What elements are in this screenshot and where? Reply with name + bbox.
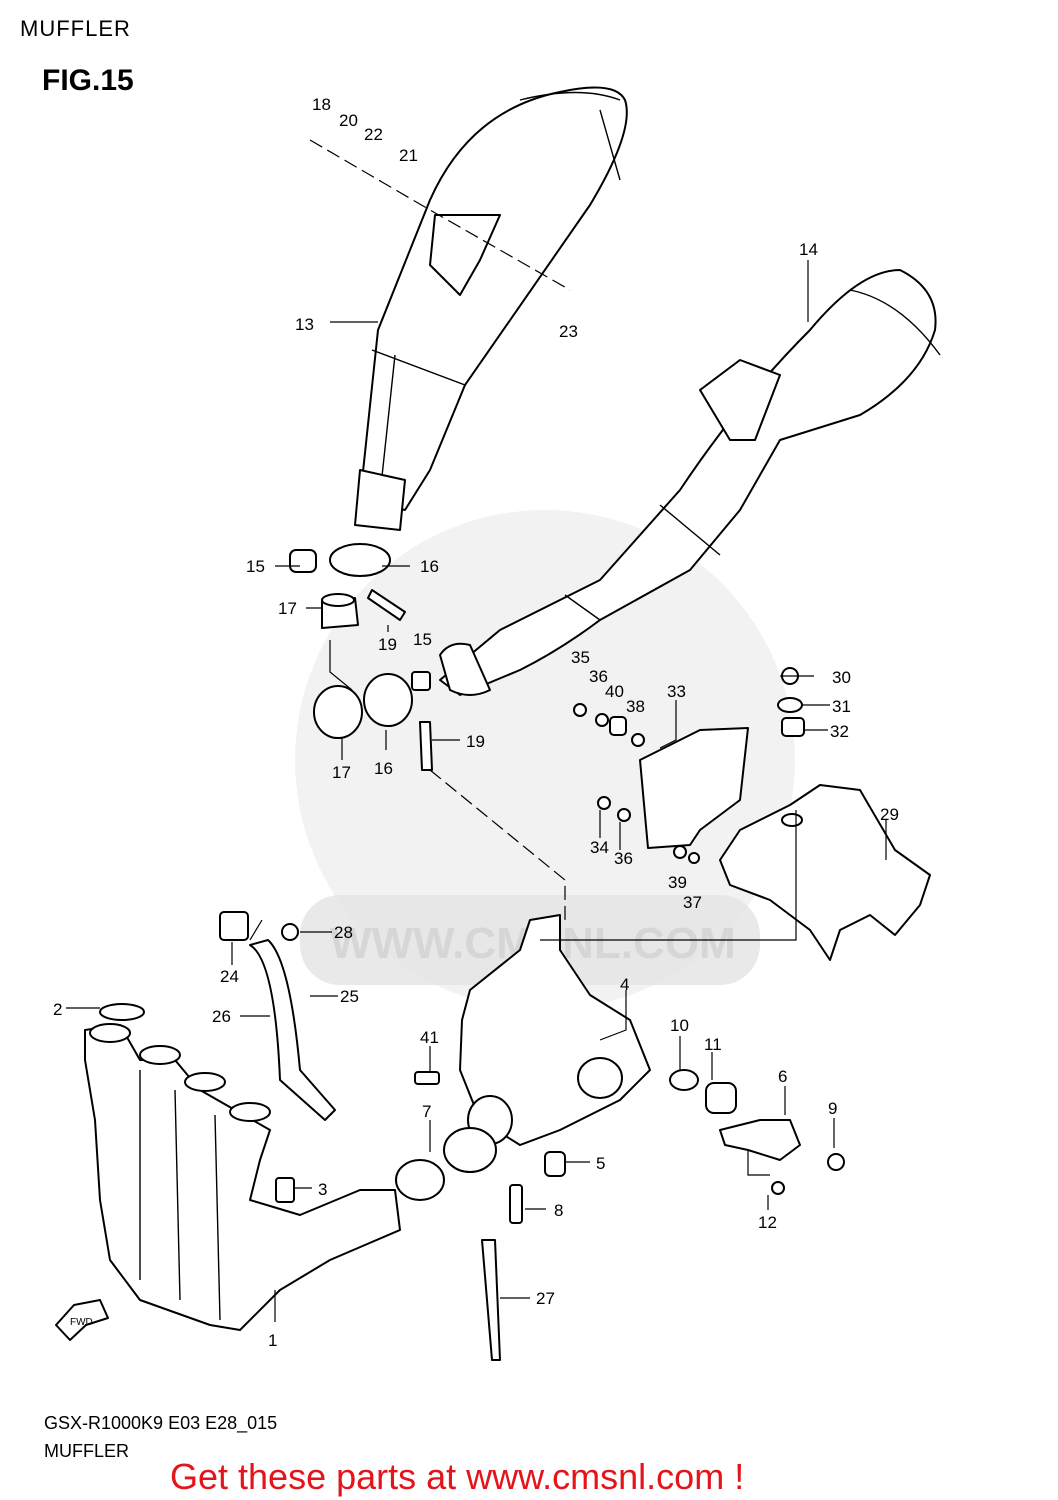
callout-34: 34 bbox=[590, 838, 609, 857]
callout-1: 1 bbox=[268, 1331, 277, 1350]
callout-9: 9 bbox=[828, 1099, 837, 1118]
callout-6: 6 bbox=[778, 1067, 787, 1086]
small-parts-left bbox=[219, 911, 566, 1361]
callout-39: 39 bbox=[668, 873, 687, 892]
callout-15b: 15 bbox=[413, 630, 432, 649]
callout-22: 22 bbox=[364, 125, 383, 144]
callout-15: 15 bbox=[246, 557, 265, 576]
callout-8: 8 bbox=[554, 1201, 563, 1220]
silencer-lower bbox=[439, 269, 941, 696]
callout-12: 12 bbox=[758, 1213, 777, 1232]
callout-19b: 19 bbox=[466, 732, 485, 751]
callout-37: 37 bbox=[683, 893, 702, 912]
callout-36: 36 bbox=[589, 667, 608, 686]
callout-40: 40 bbox=[605, 682, 624, 701]
callout-2: 2 bbox=[53, 1000, 62, 1019]
callout-3: 3 bbox=[318, 1180, 327, 1199]
figure-number: FIG.15 bbox=[42, 64, 134, 97]
callout-7: 7 bbox=[422, 1102, 431, 1121]
bracket-and-guard bbox=[639, 727, 931, 961]
footer-section: MUFFLER bbox=[44, 1441, 129, 1461]
callout-33: 33 bbox=[667, 682, 686, 701]
fwd-arrow: FWD bbox=[55, 1299, 109, 1341]
exhaust-header bbox=[84, 1003, 497, 1331]
callout-26: 26 bbox=[212, 1007, 231, 1026]
silencer-upper bbox=[354, 86, 628, 531]
clamp-assembly-mid bbox=[313, 671, 433, 771]
callout-25: 25 bbox=[340, 987, 359, 1006]
callout-30: 30 bbox=[832, 668, 851, 687]
callout-4: 4 bbox=[620, 975, 629, 994]
callout-11: 11 bbox=[704, 1035, 722, 1054]
callout-27: 27 bbox=[536, 1289, 555, 1308]
callout-5: 5 bbox=[596, 1154, 605, 1173]
callout-35: 35 bbox=[571, 648, 590, 667]
callout-38: 38 bbox=[626, 697, 645, 716]
callout-21: 21 bbox=[399, 146, 418, 165]
callout-14: 14 bbox=[799, 240, 818, 259]
callout-41: 41 bbox=[420, 1028, 439, 1047]
promo-link[interactable]: Get these parts at www.cmsnl.com ! bbox=[170, 1456, 745, 1497]
footer-model-code: GSX-R1000K9 E03 E28_015 bbox=[44, 1413, 278, 1433]
callout-32: 32 bbox=[830, 722, 849, 741]
callout-31: 31 bbox=[832, 697, 851, 716]
callout-24: 24 bbox=[220, 967, 239, 986]
callout-17: 17 bbox=[278, 599, 297, 618]
section-header: MUFFLER bbox=[20, 16, 131, 41]
leader-lines bbox=[66, 139, 887, 1322]
small-parts-right bbox=[669, 1069, 845, 1195]
callout-16b: 16 bbox=[374, 759, 393, 778]
callout-23: 23 bbox=[559, 322, 578, 341]
callout-labels: 1 2 3 4 5 6 7 8 9 10 11 12 13 14 15 15 1… bbox=[53, 95, 899, 1350]
callout-10: 10 bbox=[670, 1016, 689, 1035]
callout-20: 20 bbox=[339, 111, 358, 130]
callout-36b: 36 bbox=[614, 849, 633, 868]
callout-29: 29 bbox=[880, 805, 899, 824]
fwd-label: FWD bbox=[70, 1317, 93, 1328]
callout-16: 16 bbox=[420, 557, 439, 576]
callout-17b: 17 bbox=[332, 763, 351, 782]
callout-18: 18 bbox=[312, 95, 331, 114]
callout-19: 19 bbox=[378, 635, 397, 654]
callout-28: 28 bbox=[334, 923, 353, 942]
callout-13: 13 bbox=[295, 315, 314, 334]
